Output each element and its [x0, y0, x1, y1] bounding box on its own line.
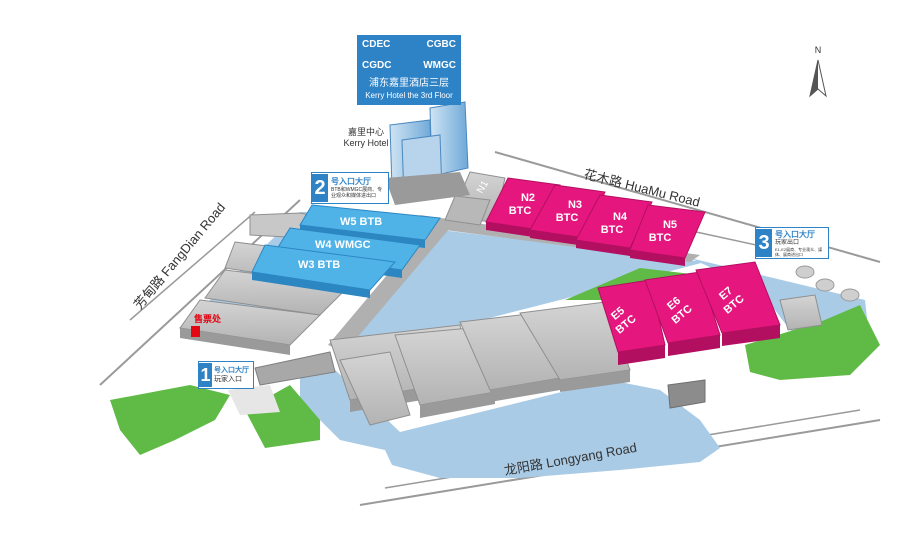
hall-n1[interactable]	[444, 171, 506, 226]
hall-n5-label-type: BTC	[649, 232, 672, 244]
brand-cdec-logo: CDEC	[362, 39, 391, 50]
brand-wmgc-logo: WMGC	[423, 60, 456, 71]
hall-n3-label-type: BTC	[556, 212, 579, 224]
entrance-1-plaza	[228, 385, 280, 415]
hall-w5-label: W5 BTB	[340, 216, 382, 228]
hall-n5-label-name: N5	[663, 219, 677, 231]
hotel-floor-sign: 浦东嘉里酒店三层 Kerry Hotel the 3rd Floor	[357, 77, 461, 103]
entrance-1-title: 号入口大厅	[214, 367, 249, 374]
kerry-hotel-towers[interactable]	[385, 101, 470, 205]
entrance-2-number: 2	[312, 174, 328, 202]
hall-n4-label-name: N4	[613, 211, 628, 223]
hall-n4-label-type: BTC	[601, 224, 624, 236]
hall-n2-label-name: N2	[521, 192, 535, 204]
entrance-3-subtitle-2: E1-E2展商、专业观众、媒体、展商进出口	[775, 246, 823, 257]
entrance-2-subtitle: BTB和WMGC展商、专业观众和媒体进出口	[331, 187, 383, 199]
kerry-label-en: Kerry Hotel	[343, 138, 388, 148]
entrance-1-number: 1	[199, 363, 212, 387]
hall-e7[interactable]	[695, 261, 781, 346]
entrance-2-title: 号入口大厅	[331, 177, 371, 186]
entrance-3-subtitle: 玩家出口	[775, 239, 800, 246]
entrance-2-sign[interactable]: 2 号入口大厅 BTB和WMGC展商、专业观众和媒体进出口	[311, 172, 389, 204]
compass-north-label: N	[815, 45, 822, 55]
entrance-3-number: 3	[756, 229, 772, 257]
kerry-label-cn: 嘉里中心	[348, 126, 384, 137]
entrance-1-building	[254, 351, 336, 386]
entrance-3-sign[interactable]: 3 号入口大厅 玩家出口 E1-E2展商、专业观众、媒体、展商进出口	[755, 227, 829, 259]
east-annex	[779, 294, 823, 331]
hall-n5[interactable]	[629, 204, 706, 266]
grass-southeast	[745, 305, 880, 380]
hall-e5[interactable]	[597, 279, 666, 365]
brand-cgbc-logo: CGBC	[426, 39, 456, 50]
entrance-1-subtitle: 玩家入口	[214, 376, 242, 383]
ticket-office-marker[interactable]	[191, 326, 200, 337]
hotel-floor-cn: 浦东嘉里酒店三层	[369, 78, 449, 89]
west-corridor	[328, 218, 450, 352]
brand-cgdc-logo: CGDC	[362, 60, 392, 71]
hall-w4-label: W4 WMGC	[315, 239, 371, 251]
hall-w3[interactable]	[251, 244, 397, 298]
south-annex	[667, 379, 706, 409]
compass-icon: N	[809, 45, 827, 98]
hall-n2-label-type: BTC	[509, 205, 532, 217]
central-water	[345, 228, 705, 355]
entrance-3-title: 号入口大厅	[775, 229, 815, 239]
hall-w3-label: W3 BTB	[298, 259, 340, 271]
roundabouts	[795, 265, 860, 302]
ticket-office-label: 售票处	[193, 313, 222, 324]
entrance-1-sign[interactable]: 1 号入口大厅 玩家入口	[198, 361, 254, 389]
road-edge-fangdian-inner	[129, 211, 256, 321]
grass-west	[110, 385, 230, 455]
hall-e6[interactable]	[644, 271, 721, 356]
south-gray-halls	[329, 301, 631, 426]
hall-n4[interactable]	[575, 194, 653, 256]
south-moat	[300, 365, 720, 478]
hotel-floor-en: Kerry Hotel the 3rd Floor	[365, 91, 453, 100]
hall-n3-label-name: N3	[568, 199, 582, 211]
